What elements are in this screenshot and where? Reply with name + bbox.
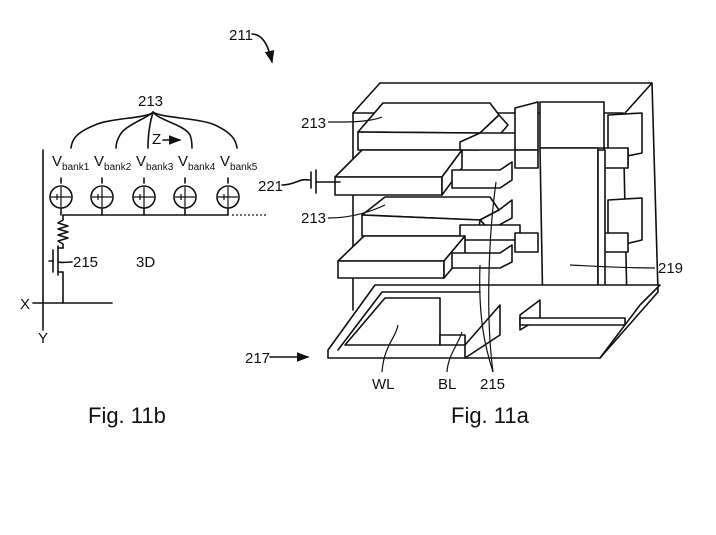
direction-z-label: Z [152, 131, 161, 148]
voltage-source-icon-3 [132, 177, 156, 216]
svg-text:Vbank2: Vbank2 [94, 153, 132, 173]
leader-213-middle [327, 204, 386, 219]
figure-11b-schematic: 213 Z Vbank1 Vbank2 Vbank3 Vbank4 Vbank5 [20, 93, 268, 428]
voltage-source-icon-5 [216, 177, 240, 216]
transistor-label-215: 215 [73, 254, 98, 271]
caption-fig-11a: Fig. 11a [451, 403, 530, 428]
label-221: 221 [258, 178, 283, 195]
axis-x-label: X [20, 296, 30, 313]
label-213-top: 213 [301, 115, 326, 132]
transistor-215-icon [48, 245, 73, 304]
label-213-middle: 213 [301, 210, 326, 227]
vbank-label-1: Vbank1 [52, 153, 90, 173]
svg-text:Vbank1: Vbank1 [52, 153, 90, 173]
svg-text:Vbank3: Vbank3 [136, 153, 174, 173]
resistor-icon [57, 214, 69, 249]
voltage-source-icon-2 [90, 177, 114, 216]
label-bl: BL [438, 376, 456, 393]
vbank-label-5: Vbank5 [220, 153, 258, 173]
reference-label-211: 211 [229, 27, 253, 44]
caption-fig-11b: Fig. 11b [88, 403, 166, 428]
svg-text:Vbank5: Vbank5 [220, 153, 258, 173]
label-219: 219 [658, 260, 683, 277]
leader-wl [381, 324, 399, 373]
vbank-label-4: Vbank4 [178, 153, 216, 173]
voltage-source-icon-4 [173, 177, 197, 216]
reference-arrow-211 [251, 33, 275, 64]
label-wl: WL [372, 376, 395, 393]
figure-11a-structure: 211 [229, 27, 683, 428]
leader-213-top [328, 116, 383, 123]
vbank-label-3: Vbank3 [136, 153, 174, 173]
substrate-217 [327, 284, 661, 359]
leader-215-a [488, 181, 497, 373]
ground-contact-221 [281, 169, 341, 194]
axis-y-label: Y [38, 330, 48, 347]
label-217: 217 [245, 350, 270, 367]
label-213-group: 213 [138, 93, 163, 110]
svg-text:Vbank4: Vbank4 [178, 153, 216, 173]
mode-label-3d: 3D [136, 254, 155, 271]
leader-215-b [479, 264, 494, 373]
leader-219 [569, 264, 656, 269]
vbank-label-2: Vbank2 [94, 153, 132, 173]
leader-bl [446, 331, 463, 373]
plate-lower [337, 232, 629, 279]
voltage-source-icon-1 [49, 177, 73, 216]
bank-group-brace [70, 111, 238, 149]
label-215: 215 [480, 376, 505, 393]
plate-upper [334, 147, 629, 196]
